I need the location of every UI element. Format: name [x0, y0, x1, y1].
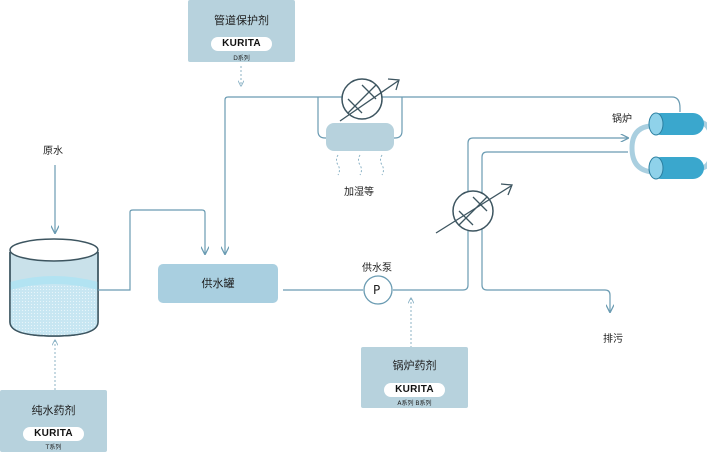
feed-pump-label: 供水泵 [362, 263, 392, 274]
boiler-icon [629, 112, 707, 180]
heat-exchanger-right [435, 183, 513, 234]
humidify-label: 加湿等 [344, 187, 374, 198]
pipe-tank-to-feedtank [98, 209, 205, 291]
heat-exchanger-upper [339, 78, 400, 122]
boiler-chem-series: A系列 B系列 [397, 400, 432, 407]
boiler-chem-title: 锅炉药剂 [392, 359, 437, 372]
drain-label: 排污 [603, 334, 623, 345]
feed-tank: 供水罐 [158, 264, 278, 303]
pump-symbol: P [373, 283, 381, 297]
pipe-pump-to-hx [393, 138, 628, 291]
pipe-return-to-feedtank [225, 96, 320, 254]
pipe-top-main [320, 96, 681, 112]
pipe-agent-box: 管道保护剂 KURITA D系列 [188, 0, 295, 62]
water-chem-box: 纯水药剂 KURITA T系列 [0, 390, 107, 452]
water-chem-series: T系列 [45, 444, 62, 451]
steam-lines [336, 154, 384, 176]
water-chem-title: 纯水药剂 [31, 404, 76, 417]
raw-water-tank [9, 238, 99, 337]
boiler-chem-box: 锅炉药剂 KURITA A系列 B系列 [361, 347, 468, 408]
water-chem-brand: KURITA [23, 427, 84, 441]
raw-water-label: 原水 [43, 146, 63, 157]
pipe-hx-to-boiler [481, 151, 628, 312]
boiler-chem-brand: KURITA [384, 383, 445, 397]
pipe-agent-series: D系列 [233, 55, 250, 62]
boiler-label: 锅炉 [612, 114, 632, 125]
humidifier-unit [326, 123, 394, 151]
pipe-agent-brand: KURITA [211, 37, 272, 51]
feed-pump [363, 275, 393, 305]
pipe-agent-title: 管道保护剂 [214, 14, 269, 27]
